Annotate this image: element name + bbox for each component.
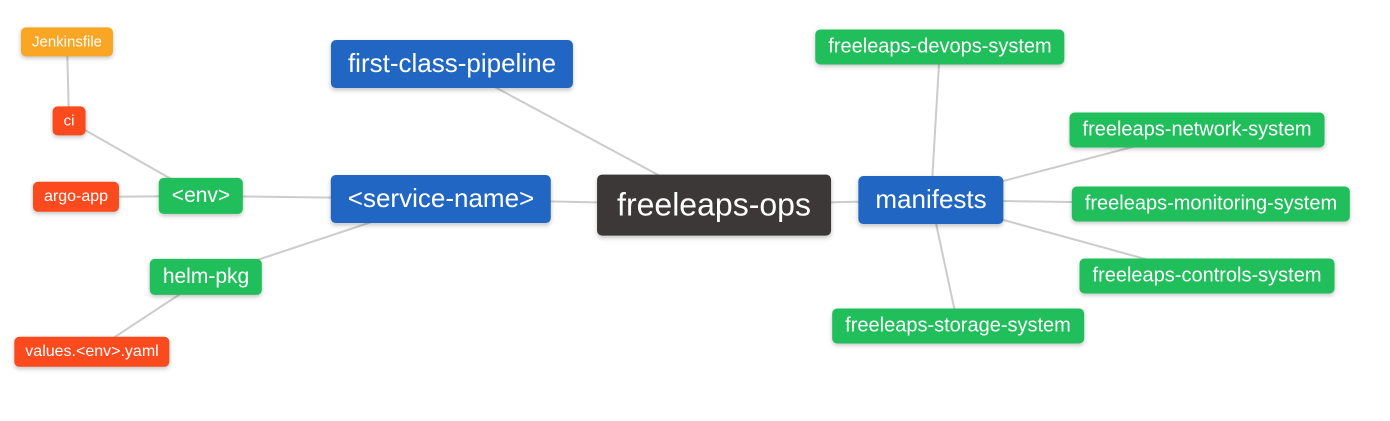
- mindmap-node-freeleaps-network-system[interactable]: freeleaps-network-system: [1069, 112, 1325, 148]
- mindmap-node-values-env-yaml[interactable]: values.<env>.yaml: [14, 336, 170, 368]
- mindmap-node-first-class-pipeline[interactable]: first-class-pipeline: [330, 40, 574, 88]
- mindmap-node-freeleaps-ops[interactable]: freeleaps-ops: [597, 174, 831, 236]
- mindmap-node-service-name[interactable]: <service-name>: [330, 175, 552, 223]
- edge-manifests--freeleaps-devops-system: [930, 46, 941, 201]
- mindmap-node-env[interactable]: <env>: [158, 177, 244, 215]
- mindmap-node-argo-app[interactable]: argo-app: [32, 181, 120, 213]
- mindmap-node-jenkinsfile[interactable]: Jenkinsfile: [20, 27, 114, 57]
- mindmap-node-freeleaps-controls-system[interactable]: freeleaps-controls-system: [1079, 258, 1335, 294]
- mindmap-node-freeleaps-monitoring-system[interactable]: freeleaps-monitoring-system: [1071, 186, 1351, 222]
- mindmap-node-ci[interactable]: ci: [52, 106, 86, 136]
- mindmap-node-manifests[interactable]: manifests: [858, 176, 1004, 224]
- mindmap-node-freeleaps-storage-system[interactable]: freeleaps-storage-system: [832, 308, 1084, 344]
- mindmap-node-helm-pkg[interactable]: helm-pkg: [149, 258, 263, 296]
- mindmap-node-freeleaps-devops-system[interactable]: freeleaps-devops-system: [815, 29, 1065, 65]
